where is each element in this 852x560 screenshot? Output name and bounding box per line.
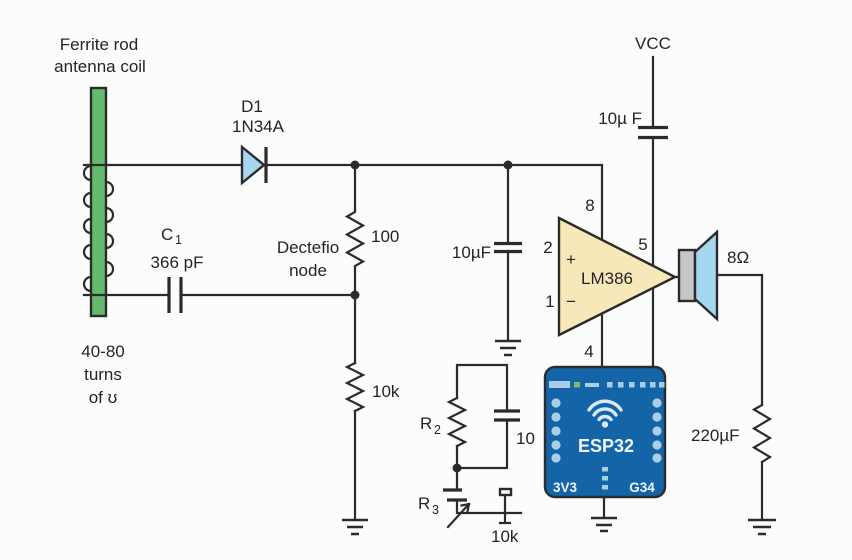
speaker-body [677,248,697,303]
coil-turn-icon [82,275,93,293]
r3-ref-label: R [418,494,430,513]
opamp-label: LM386 [581,269,633,288]
opamp-lm386: LM386 + − [557,216,678,337]
antenna-label-line2: antenna coil [54,57,146,76]
junction-dot [350,290,360,300]
diode-ref-label: D1 [241,97,263,116]
junction-dot [503,160,513,170]
detection-node-label-line1: Dectefio [277,238,339,257]
r2-ref-label: R [420,414,432,433]
turns-label-line1: 40-80 [81,342,124,361]
capacitor-10uf-input [494,241,522,254]
esp32-right-pads [652,398,662,463]
diode-part-label: 1N34A [232,117,285,136]
wire-diode-to-pin8 [264,163,604,241]
coil-turn-icon [104,180,115,198]
cap-220uf-value: 220µF [691,426,740,445]
opamp-pin4-label: 4 [584,342,593,361]
coil-turn-icon [82,164,93,182]
resistor-220uf [751,403,773,464]
esp32-top-pads [607,382,665,388]
r3-arrow [446,502,471,529]
turns-label-line3: of ʊ [89,388,118,407]
esp32-label: ESP32 [578,436,634,456]
opamp-pin2-label: 2 [543,238,552,257]
junction-dot [452,463,462,473]
antenna-coil-turns [82,164,115,293]
cap-10uf-vcc-value: 10µ F [598,109,642,128]
opamp-plus-sign: + [566,250,576,269]
capacitor-10uf-vcc [638,125,668,140]
esp32-module: ESP32 3V3 G34 [543,365,667,499]
wire-speaker-to-cap220 [715,273,764,407]
esp32-pin-g34-label: G34 [629,480,655,495]
ground-icon [495,339,521,357]
cap-10uf-input-value: 10µF [452,243,491,262]
c1-ref-label: C [161,225,173,244]
diode-d1 [240,144,268,186]
r3-trim-stem [498,493,512,525]
coil-turn-icon [82,191,93,209]
ground-icon [342,518,368,536]
r3-arrowhead [460,502,471,513]
opamp-pin5-label: 5 [638,235,647,254]
resistor-100-value: 100 [371,227,399,246]
coil-turn-icon [104,206,115,224]
junction-dot [350,160,360,170]
wifi-icon [587,399,623,428]
opamp-pin8-label: 8 [585,196,594,215]
opamp-pin1-label: 1 [545,292,554,311]
antenna-label-line1: Ferrite rod [60,35,138,54]
wire-r3-tail [455,499,523,515]
opamp-triangle [557,216,678,337]
wire-cap10-to-junction [455,419,509,470]
esp32-pin-3v3-label: 3V3 [553,480,578,495]
resistor-100 [344,208,366,269]
c1-ref-subscript: 1 [175,233,182,247]
esp32-left-pads [551,398,561,463]
ground-icon [591,516,617,533]
diode-triangle-icon [240,144,266,186]
wire-r2-loop-top [455,363,509,412]
cap-10-value: 10 [516,429,535,448]
resistor-10k-value: 10k [372,382,400,401]
r2-ref-subscript: 2 [434,423,441,437]
c1-value-label: 366 pF [151,253,204,272]
turns-label-line2: turns [84,365,122,384]
trimmer-r3 [443,487,513,529]
r3-value-label: 10k [491,527,519,546]
resistor-r2 [446,396,468,448]
coil-turn-icon [104,232,115,250]
opamp-minus-sign: − [566,292,576,311]
r3-ref-subscript: 3 [432,503,439,517]
speaker-cone [693,229,719,322]
coil-turn-icon [82,243,93,261]
ferrite-rod [89,86,108,318]
speaker-impedance-label: 8Ω [727,248,749,267]
coil-turn-icon [104,260,115,278]
esp32-chip-mark [549,381,570,388]
esp32-board [543,365,667,499]
vcc-label: VCC [635,34,671,53]
esp32-led-icon [574,382,580,388]
esp32-bottom-pads [602,467,608,490]
coil-turn-icon [82,217,93,235]
capacitor-10-r2 [494,409,520,422]
resistor-10k [344,361,366,413]
ground-icon [748,518,776,536]
capacitor-c1 [167,277,183,313]
detection-node-label-line2: node [289,261,327,280]
speaker-icon [677,229,719,322]
esp32-pin-dash [585,383,599,387]
